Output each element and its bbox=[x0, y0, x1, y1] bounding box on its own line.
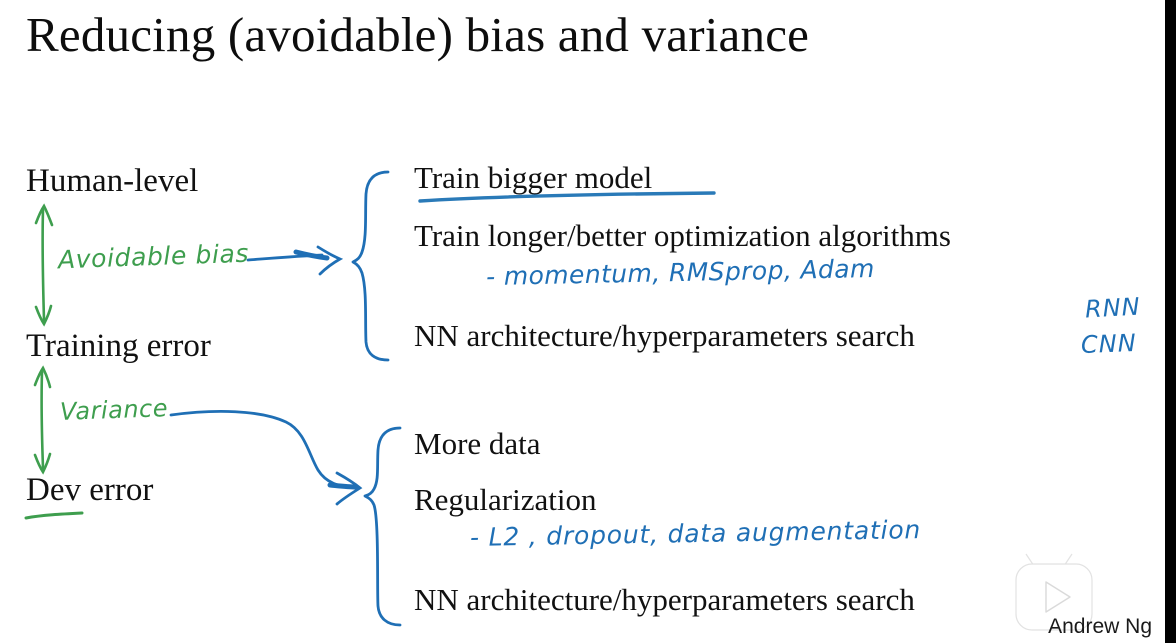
arrow-variance-to-brace bbox=[169, 410, 363, 506]
right-letterbox-bar bbox=[1165, 0, 1176, 643]
brace-bias-group bbox=[351, 170, 390, 362]
double-arrow-avoidable-bias bbox=[34, 203, 54, 327]
bias-item-train-bigger-model: Train bigger model bbox=[414, 160, 653, 195]
youtube-play-icon[interactable] bbox=[1008, 552, 1100, 640]
annotation-optimizers: - momentum, RMSprop, Adam bbox=[485, 253, 876, 292]
annotation-cnn: CNN bbox=[1080, 329, 1138, 359]
brace-variance-group bbox=[363, 426, 402, 627]
underline-dev-error bbox=[24, 511, 84, 520]
arrow-bias-to-brace bbox=[246, 245, 344, 276]
attribution-label: Andrew Ng bbox=[1048, 615, 1152, 638]
label-human-level: Human-level bbox=[26, 163, 199, 199]
double-arrow-variance bbox=[33, 365, 52, 475]
annotation-regularizers: - L2 , dropout, data augmentation bbox=[469, 515, 922, 552]
annotation-rnn: RNN bbox=[1084, 292, 1142, 324]
bias-item-train-longer: Train longer/better optimization algorit… bbox=[414, 218, 951, 253]
bias-item-nn-architecture-search: NN architecture/hyperparameters search bbox=[414, 318, 915, 353]
variance-item-nn-architecture-search: NN architecture/hyperparameters search bbox=[414, 582, 915, 617]
label-training-error: Training error bbox=[26, 328, 211, 364]
variance-item-more-data: More data bbox=[414, 426, 541, 461]
annotation-avoidable-bias: Avoidable bias bbox=[57, 238, 250, 275]
label-dev-error: Dev error bbox=[26, 472, 154, 508]
page-title: Reducing (avoidable) bias and variance bbox=[26, 7, 810, 62]
annotation-variance: Variance bbox=[59, 394, 169, 426]
variance-item-regularization: Regularization bbox=[414, 482, 597, 517]
